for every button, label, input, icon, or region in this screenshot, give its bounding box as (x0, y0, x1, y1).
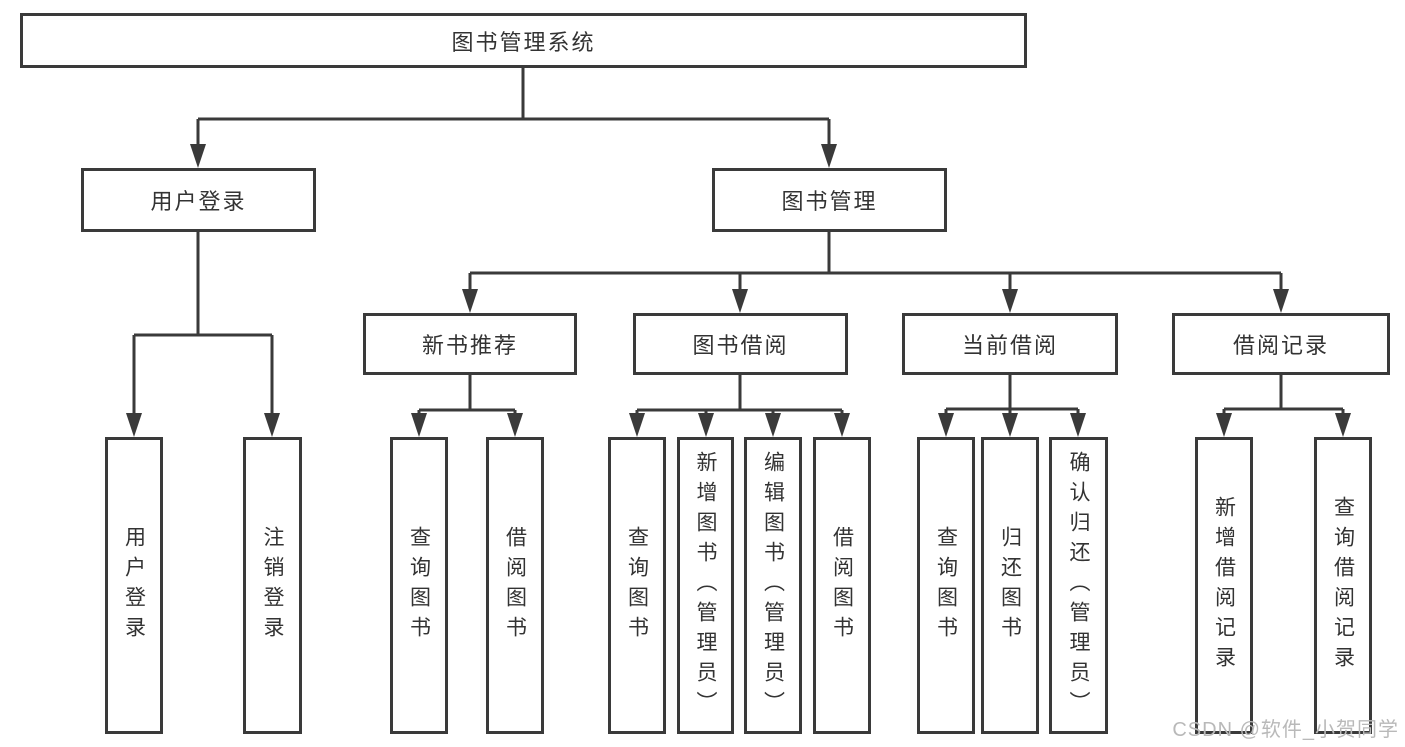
connector-book-borrow-to-leaves (629, 375, 850, 437)
leaf-query-books-2-label: 查询图书 (625, 525, 649, 646)
node-book-borrow: 图书借阅 (633, 313, 848, 375)
csdn-watermark: CSDN @软件_小贺同学 (1172, 719, 1399, 741)
leaf-user-login-label: 用户登录 (122, 525, 146, 646)
leaf-borrow-books-2-label: 借阅图书 (830, 525, 854, 646)
connector-user-login-to-leaves (126, 232, 280, 437)
leaf-query-borrow-record: 查询借阅记录 (1314, 437, 1372, 734)
leaf-confirm-return-admin-label: 确认归还（管理员） (1067, 450, 1090, 721)
connector-new-book-to-leaves (411, 375, 523, 437)
node-book-borrow-label: 图书借阅 (692, 333, 789, 358)
node-root: 图书管理系统 (20, 13, 1027, 68)
leaf-user-login: 用户登录 (105, 437, 163, 734)
leaf-borrow-books-1: 借阅图书 (486, 437, 544, 734)
connector-borrow-records-to-leaves (1216, 375, 1351, 437)
node-book-management-label: 图书管理 (781, 189, 878, 214)
leaf-confirm-return-admin: 确认归还（管理员） (1049, 437, 1108, 734)
leaf-add-book-admin: 新增图书（管理员） (677, 437, 734, 734)
node-borrow-records: 借阅记录 (1172, 313, 1390, 375)
leaf-query-borrow-record-label: 查询借阅记录 (1331, 495, 1355, 676)
leaf-logout: 注销登录 (243, 437, 302, 734)
node-book-management: 图书管理 (712, 168, 947, 232)
node-root-label: 图书管理系统 (451, 29, 596, 55)
connector-current-borrow-to-leaves (938, 375, 1086, 437)
leaf-return-book-label: 归还图书 (998, 525, 1022, 646)
leaf-add-borrow-record: 新增借阅记录 (1195, 437, 1253, 734)
node-new-book-recommend-label: 新书推荐 (421, 333, 518, 358)
node-user-login: 用户登录 (81, 168, 316, 232)
leaf-return-book: 归还图书 (981, 437, 1039, 734)
connector-book-management-to-level3 (462, 232, 1289, 313)
leaf-query-books-3: 查询图书 (917, 437, 975, 734)
leaf-query-books-1: 查询图书 (390, 437, 448, 734)
leaf-query-books-1-label: 查询图书 (407, 525, 431, 646)
connector-root-to-level2 (190, 68, 837, 168)
leaf-borrow-books-1-label: 借阅图书 (503, 525, 527, 646)
leaf-add-book-admin-label: 新增图书（管理员） (694, 450, 717, 721)
leaf-query-books-3-label: 查询图书 (934, 525, 958, 646)
leaf-borrow-books-2: 借阅图书 (813, 437, 871, 734)
node-current-borrow: 当前借阅 (902, 313, 1118, 375)
leaf-query-books-2: 查询图书 (608, 437, 666, 734)
node-current-borrow-label: 当前借阅 (961, 333, 1058, 358)
node-borrow-records-label: 借阅记录 (1232, 333, 1329, 358)
leaf-edit-book-admin: 编辑图书（管理员） (744, 437, 802, 734)
leaf-add-borrow-record-label: 新增借阅记录 (1212, 495, 1236, 676)
node-user-login-label: 用户登录 (150, 189, 247, 214)
leaf-logout-label: 注销登录 (261, 525, 284, 646)
node-new-book-recommend: 新书推荐 (363, 313, 577, 375)
leaf-edit-book-admin-label: 编辑图书（管理员） (761, 450, 785, 721)
